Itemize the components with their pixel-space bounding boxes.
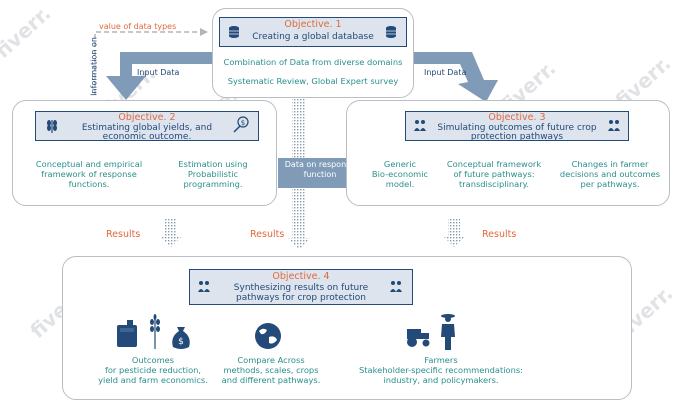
text-line: for pesticide reduction, [104, 365, 202, 375]
objective-4-title-bar: Objective. 4 Synthesizing results on fut… [189, 269, 413, 305]
text-line: Estimation using [178, 159, 248, 169]
text-line: Generic [383, 159, 417, 169]
text-line: and different pathways. [221, 375, 321, 385]
objective-3-title-2: protection pathways [470, 132, 564, 142]
wheat-icon [47, 120, 57, 133]
value-types-label: value of data types [99, 22, 177, 31]
text-line: methods, scales, crops [223, 365, 319, 375]
svg-text:$: $ [178, 337, 184, 347]
input-data-right-label: Input Data [424, 68, 467, 77]
dotted-stem-head [288, 238, 310, 250]
objective-1-line-2: Systematic Review, Global Expert survey [227, 76, 399, 86]
svg-text:$: $ [241, 119, 245, 127]
objective-4-box: Objective. 4 Synthesizing results on fut… [62, 256, 632, 400]
text-line: Conceptual and empirical [35, 159, 143, 169]
text-line: Probabilistic [187, 169, 239, 179]
objective-2-label: Objective. 2 [118, 112, 176, 123]
result-arrow-right-stem [448, 218, 460, 236]
farmers-text: Farmers Stakeholder-specific recommendat… [331, 355, 551, 385]
objective-1-label: Objective. 1 [284, 19, 342, 30]
result-arrow-right-head [443, 236, 465, 247]
objective-2-col-2: Estimation using Probabilistic programmi… [163, 159, 263, 189]
text-line: Conceptual framework [446, 159, 542, 169]
text-line: per pathways. [580, 179, 640, 189]
results-label-right: Results [482, 229, 517, 240]
result-arrow-left-head [160, 236, 182, 247]
objective-1-title: Creating a global database [252, 32, 374, 42]
text-line: industry, and policymakers. [383, 375, 499, 385]
info-on-label: Information on [89, 37, 99, 96]
input-data-left-label: Input Data [137, 68, 180, 77]
money-bag-icon: $ [172, 327, 190, 349]
objective-2-title-bar: Objective. 2 Estimating global yields, a… [35, 111, 259, 142]
objective-2-title-2: economic outcome. [102, 132, 192, 142]
tractor-icon [407, 329, 430, 347]
database-icon [386, 26, 396, 38]
text-line: model. [385, 179, 415, 189]
objective-4-title-1: Synthesizing results on future [233, 283, 369, 293]
text-line: transdisciplinary. [458, 179, 530, 189]
text-line: Stakeholder-specific recommendations: [359, 365, 523, 375]
farmer-discussion-icon [608, 120, 620, 131]
text-line: Compare Across [237, 355, 305, 365]
objective-2-col-1: Conceptual and empirical framework of re… [29, 159, 149, 189]
text-line: decisions and outcomes [559, 169, 661, 179]
text-line: Bio-economic [371, 169, 429, 179]
results-label-left: Results [106, 229, 141, 240]
text-line: functions. [68, 179, 110, 189]
globe-icon [255, 323, 281, 349]
database-icon [229, 26, 239, 38]
text-line: framework of response [41, 169, 137, 179]
text-line: yield and farm economics. [98, 375, 208, 385]
objective-3-box: Objective. 3 Simulating outcomes of futu… [346, 100, 670, 206]
info-dashed-arrow [94, 31, 200, 95]
text-line: Outcomes [131, 355, 175, 365]
objective-1-title-bar: Objective. 1 Creating a global database [219, 17, 407, 47]
objective-3-col-1: Generic Bio-economic model. [365, 159, 435, 189]
dotted-stem [292, 78, 306, 238]
result-arrow-left-stem [165, 218, 177, 236]
objective-4-label: Objective. 4 [272, 271, 330, 282]
text-line: of future pathways: [453, 169, 535, 179]
farmer-discussion-icon [414, 120, 426, 131]
farmer-discussion-icon [198, 281, 210, 292]
text-line: Farmers [424, 355, 458, 365]
text-line: programming. [183, 179, 243, 189]
objective-3-title-bar: Objective. 3 Simulating outcomes of futu… [405, 111, 629, 142]
objective-3-col-2: Conceptual framework of future pathways:… [439, 159, 549, 189]
objective-1-line-1: Combination of Data from diverse domains [223, 57, 403, 67]
crop-icon [150, 314, 160, 349]
objective-4-title-2: pathways for crop protection [236, 293, 366, 303]
compare-text: Compare Across methods, scales, crops an… [201, 355, 341, 385]
outcomes-text: Outcomes for pesticide reduction, yield … [73, 355, 233, 385]
response-label-text: Data on response function [284, 160, 356, 179]
objective-2-box: Objective. 2 Estimating global yields, a… [12, 100, 277, 206]
jerrycan-icon [117, 320, 137, 347]
input-arrow-left [106, 52, 212, 100]
objective-3-col-3: Changes in farmer decisions and outcomes… [555, 159, 665, 189]
farmer-discussion-icon [390, 281, 402, 292]
objective-3-title-1: Simulating outcomes of future crop [437, 123, 597, 133]
objective-1-box: Objective. 1 Creating a global database … [212, 8, 414, 98]
farmer-icon [441, 314, 455, 350]
response-label: Data on response function [280, 160, 360, 180]
input-arrow-right [412, 52, 498, 102]
text-line: Changes in farmer [571, 159, 649, 169]
results-label-middle: Results [250, 229, 285, 240]
objective-3-label: Objective. 3 [488, 112, 546, 123]
info-dashed-arrowhead [200, 28, 208, 36]
objective-2-title-1: Estimating global yields, and [81, 123, 213, 133]
money-growth-icon: $ [233, 116, 249, 133]
